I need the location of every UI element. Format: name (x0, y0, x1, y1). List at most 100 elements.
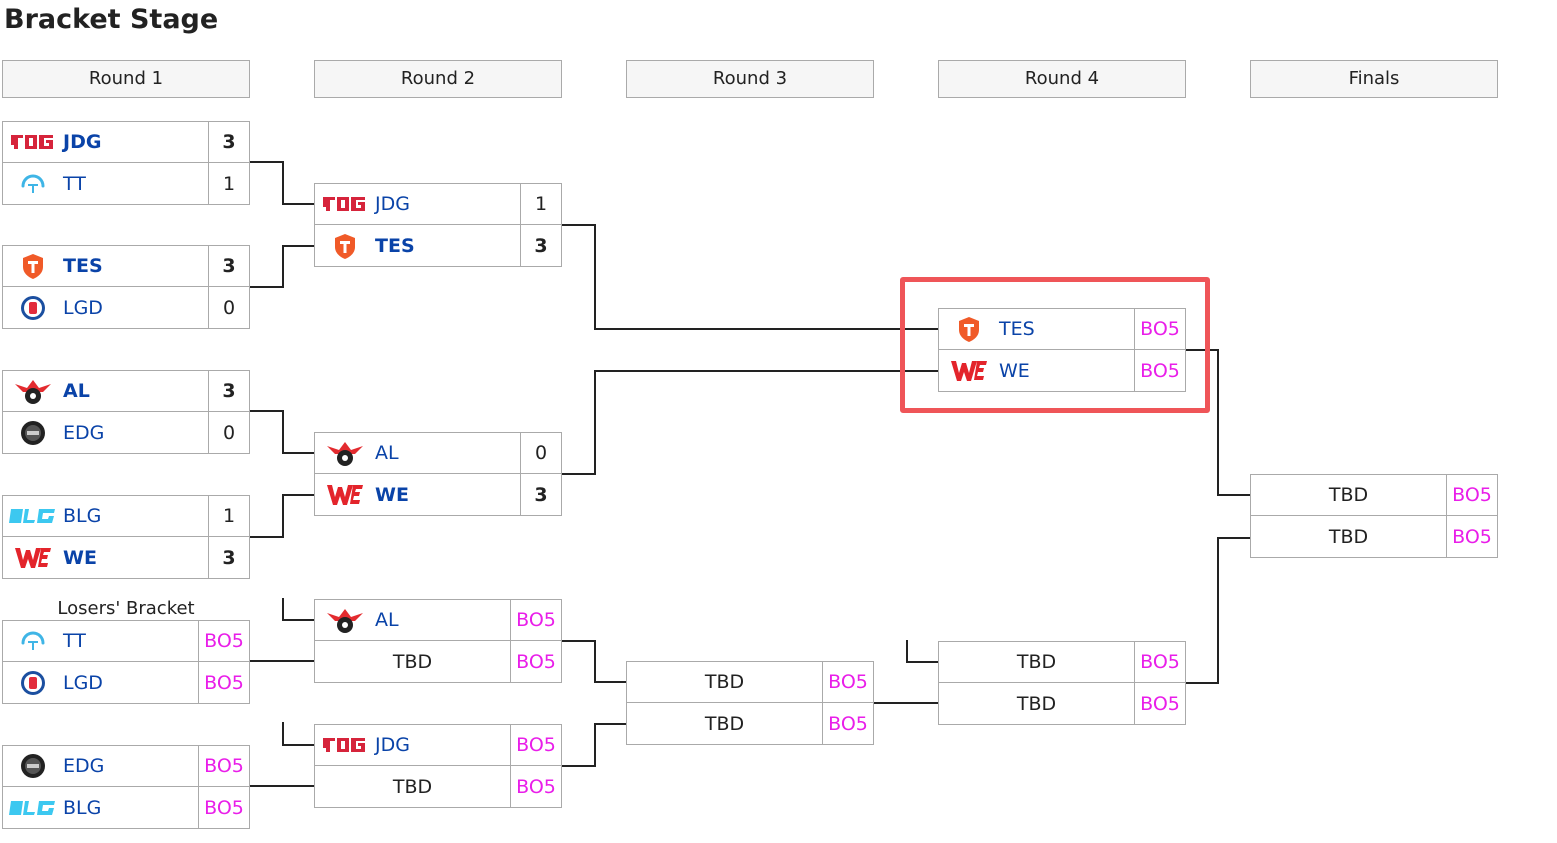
al-icon (315, 600, 375, 640)
team-name[interactable]: JDG (63, 131, 102, 153)
team-row[interactable]: TBD BO5 (1250, 474, 1498, 516)
edg-icon (3, 746, 63, 786)
team-row[interactable]: EDG 0 (2, 412, 250, 454)
round-header-4: Round 4 (938, 60, 1186, 98)
team-name[interactable]: BLG (63, 505, 102, 527)
jdg-icon (315, 184, 375, 224)
page-title: Bracket Stage (4, 4, 219, 35)
team-name[interactable]: TES (63, 255, 103, 277)
team-name[interactable]: TES (999, 318, 1035, 340)
team-name[interactable]: WE (63, 546, 97, 569)
team-name[interactable]: WE (999, 359, 1030, 382)
team-score: 3 (208, 537, 249, 578)
team-name[interactable]: TBD (704, 671, 745, 693)
we-icon (315, 474, 375, 515)
round-header-2: Round 2 (314, 60, 562, 98)
team-name[interactable]: TBD (1016, 651, 1057, 673)
team-name[interactable]: LGD (63, 671, 103, 694)
team-row[interactable]: BLG 1 (2, 495, 250, 537)
team-name[interactable]: JDG (375, 193, 410, 215)
team-name[interactable]: EDG (63, 755, 105, 777)
best-of-label: BO5 (1134, 683, 1185, 724)
team-name[interactable]: AL (375, 442, 399, 464)
best-of-label: BO5 (1134, 309, 1185, 349)
team-name[interactable]: TBD (1328, 525, 1369, 548)
team-row[interactable]: TBD BO5 (938, 683, 1186, 725)
team-name[interactable]: TBD (392, 650, 433, 673)
best-of-label: BO5 (198, 621, 249, 661)
tt-icon (3, 621, 63, 661)
team-name[interactable]: TBD (704, 712, 745, 735)
team-name[interactable]: TBD (1328, 484, 1369, 506)
team-row[interactable]: TES 3 (2, 245, 250, 287)
tt-icon (3, 163, 63, 204)
best-of-label: BO5 (198, 662, 249, 703)
team-name[interactable]: BLG (63, 796, 102, 819)
blg-icon (3, 787, 63, 828)
team-name[interactable]: TT (63, 172, 86, 195)
best-of-label: BO5 (1446, 475, 1497, 515)
best-of-label: BO5 (510, 766, 561, 807)
team-row[interactable]: JDG BO5 (314, 724, 562, 766)
losers-bracket-caption: Losers' Bracket (57, 598, 195, 619)
team-row[interactable]: TBD BO5 (314, 766, 562, 808)
team-row[interactable]: TBD BO5 (1250, 516, 1498, 558)
team-name[interactable]: TBD (1016, 692, 1057, 715)
team-name[interactable]: WE (375, 483, 409, 506)
team-name[interactable]: TBD (392, 775, 433, 798)
tes-icon (939, 309, 999, 349)
team-row[interactable]: LGD BO5 (2, 662, 250, 704)
team-row[interactable]: WE 3 (2, 537, 250, 579)
best-of-label: BO5 (510, 725, 561, 765)
team-score: 0 (208, 412, 249, 453)
team-score: 1 (208, 496, 249, 536)
team-name[interactable]: EDG (63, 421, 105, 444)
team-row[interactable]: JDG 1 (314, 183, 562, 225)
we-icon (939, 350, 999, 391)
team-name[interactable]: AL (63, 380, 90, 402)
team-score: 3 (208, 246, 249, 286)
team-name[interactable]: TT (63, 630, 86, 652)
team-name[interactable]: AL (375, 609, 399, 631)
best-of-label: BO5 (1446, 516, 1497, 557)
team-row[interactable]: TT BO5 (2, 620, 250, 662)
best-of-label: BO5 (822, 662, 873, 702)
jdg-icon (315, 725, 375, 765)
team-name[interactable]: LGD (63, 296, 103, 319)
team-name[interactable]: JDG (375, 734, 410, 756)
team-row[interactable]: TBD BO5 (626, 661, 874, 703)
team-row[interactable]: TES BO5 (938, 308, 1186, 350)
highlight-box (900, 277, 1210, 413)
team-score: 1 (520, 184, 561, 224)
round-header-1: Round 1 (2, 60, 250, 98)
team-name[interactable]: TES (375, 234, 415, 257)
